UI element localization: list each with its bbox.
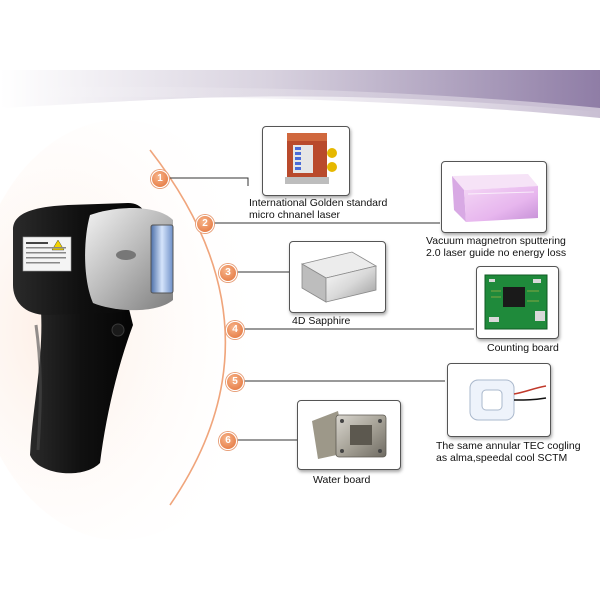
metal-water-block-image <box>297 400 401 470</box>
top-banner-swoosh <box>0 70 600 118</box>
step-badge-3: 3 <box>219 264 237 282</box>
step-badge-5: 5 <box>226 373 244 391</box>
step-badge-4: 4 <box>226 321 244 339</box>
sapphire-crystal-label: 4D Sapphire <box>292 315 351 327</box>
laser-bar-module-image <box>262 126 350 196</box>
step-badge-2: 2 <box>196 215 214 233</box>
step-badge-6: 6 <box>219 432 237 450</box>
pink-crystal-light-guide-image <box>441 161 547 233</box>
pink-crystal-light-guide-label: Vacuum magnetron sputtering 2.0 laser gu… <box>426 235 567 259</box>
laser-handpiece-image <box>13 203 174 474</box>
annular-tec-ring-label: The same annular TEC cogling as alma,spe… <box>436 440 581 464</box>
laser-bar-module-label: International Golden standard micro chna… <box>249 197 388 221</box>
water-board-label: Water board <box>313 474 371 486</box>
sapphire-crystal-image <box>289 241 386 313</box>
green-circuit-board-image <box>476 266 559 339</box>
annular-tec-ring-image <box>447 363 551 437</box>
step-badge-1: 1 <box>151 170 169 188</box>
counting-board-label: Counting board <box>487 342 559 354</box>
leader-line-1 <box>167 177 249 186</box>
